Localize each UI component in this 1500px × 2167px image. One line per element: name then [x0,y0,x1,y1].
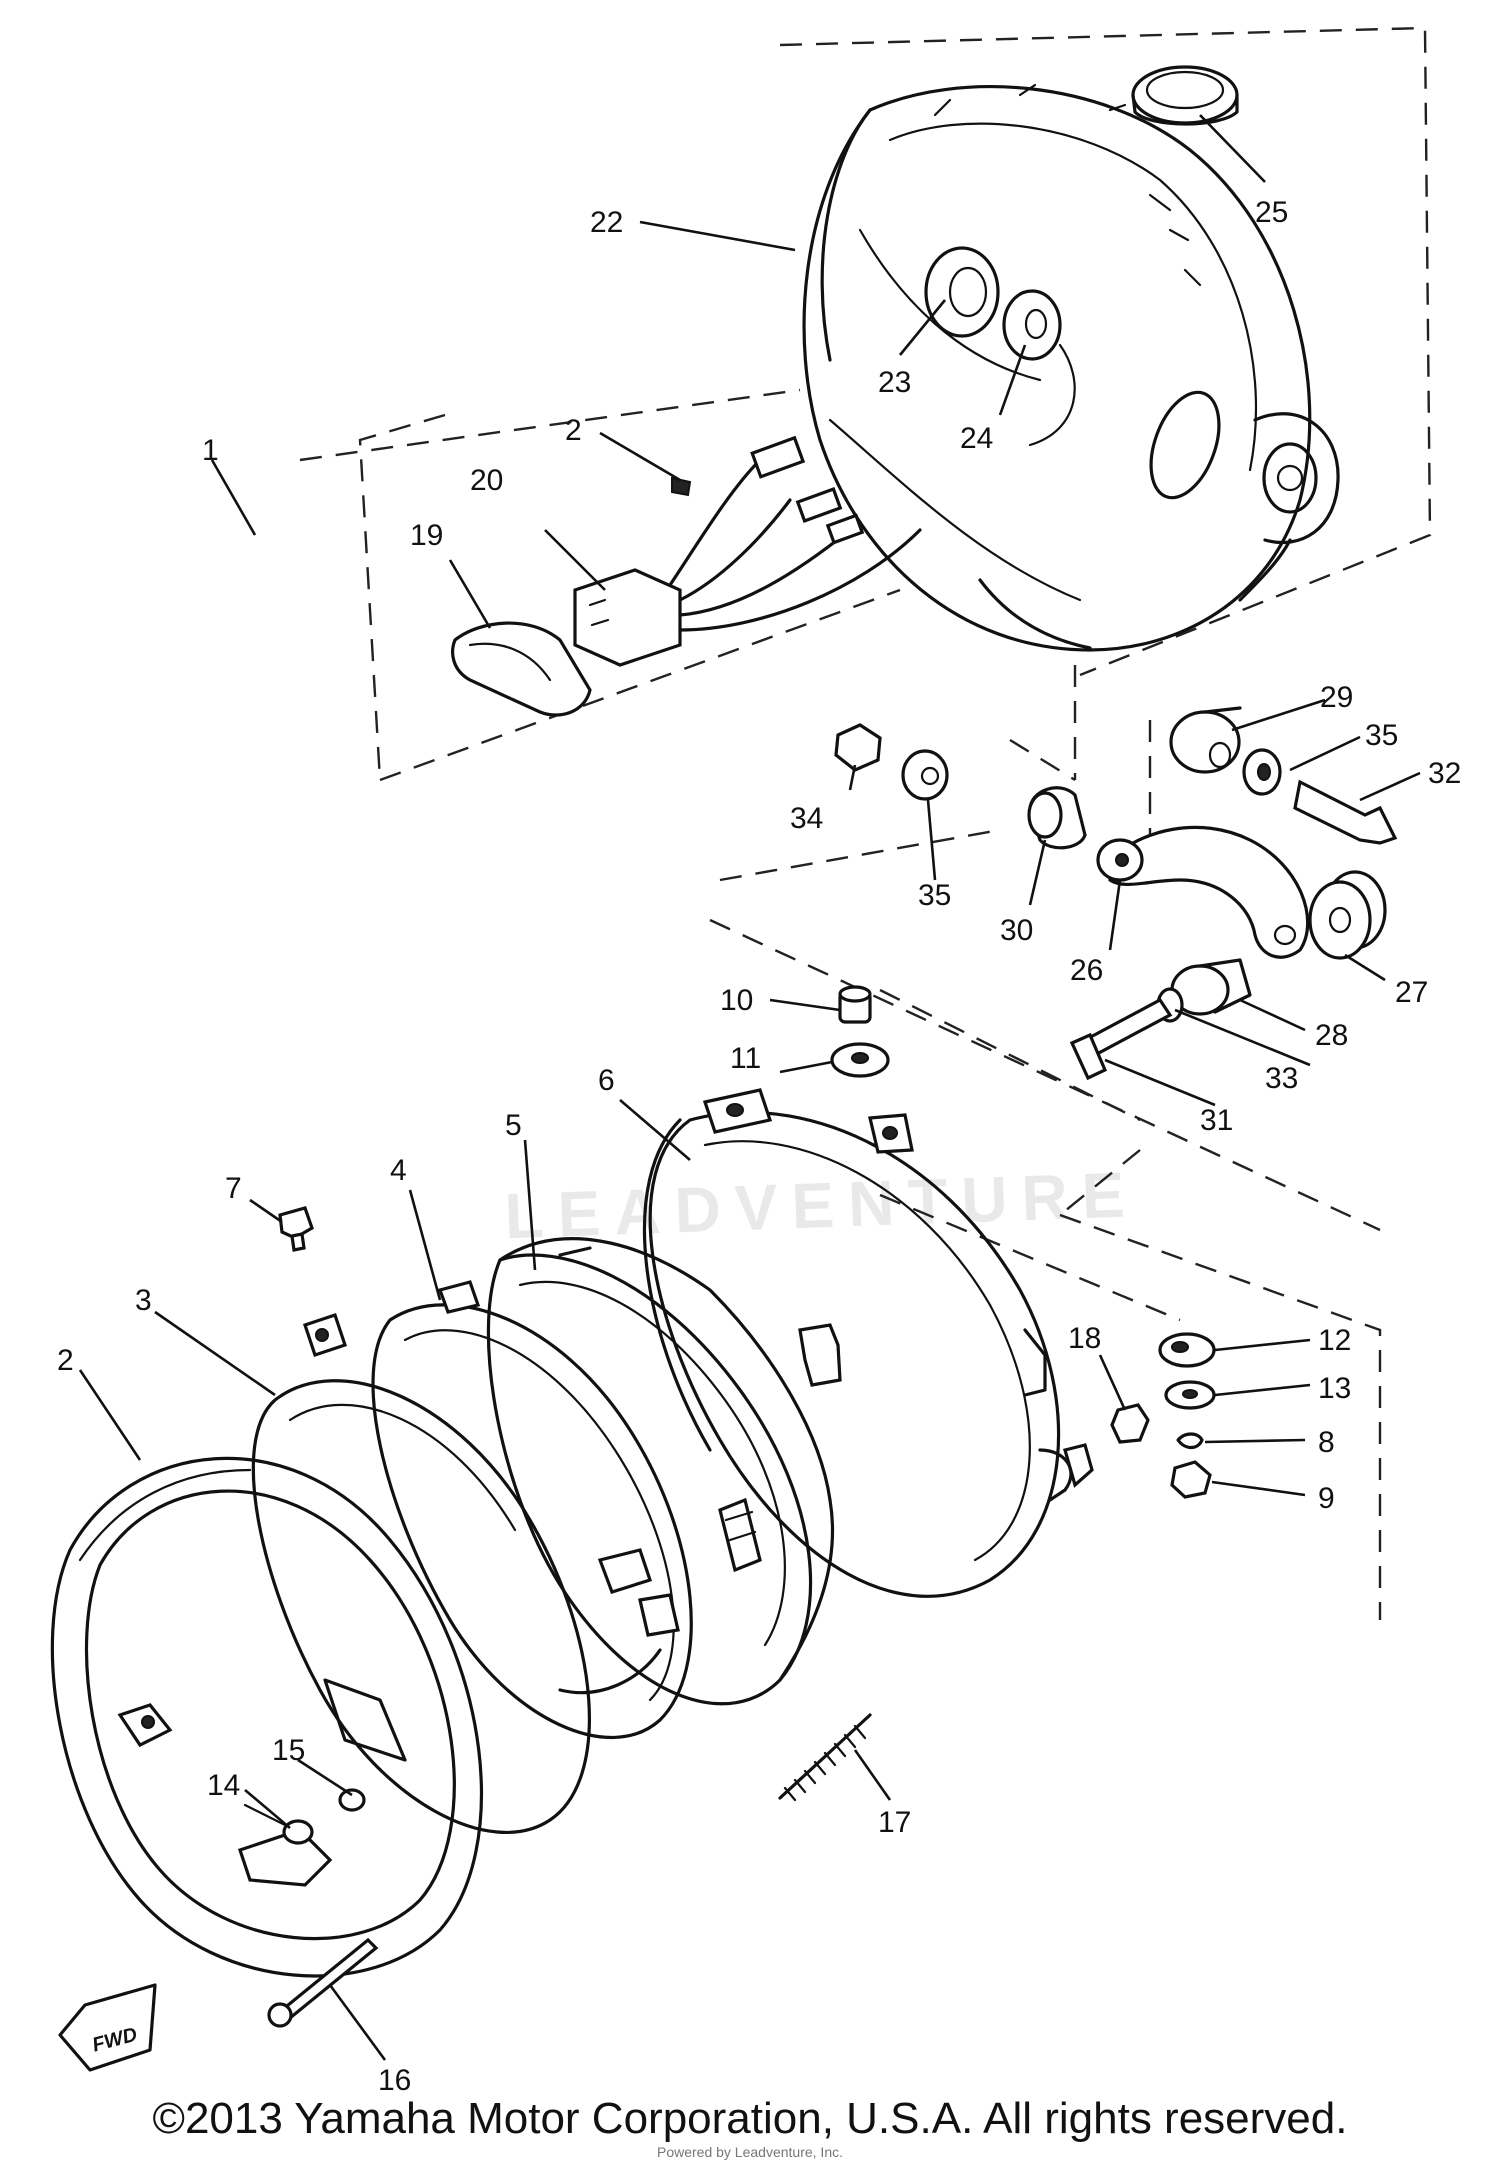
nut-9 [1170,1460,1212,1499]
callout-11: 11 [730,1042,761,1075]
callout-7: 7 [225,1172,242,1205]
callout-22: 22 [590,206,623,239]
callout-8: 8 [1318,1426,1335,1459]
headlight-exploded-diagram: LEADVENTURE [50,26,1461,2097]
assembly-dashed-lines [299,26,1432,1620]
grommet-25 [1131,65,1239,126]
callout-13: 13 [1318,1372,1351,1405]
screw-7 [278,1206,314,1252]
callout-35-left: 35 [918,879,951,912]
headlight-housing [802,83,1340,652]
callout-35-right: 35 [1365,719,1398,752]
callout-16: 16 [378,2064,411,2097]
headlight-body-6 [642,1088,1094,1598]
grommet-23 [924,246,1000,338]
callout-25: 25 [1255,196,1288,229]
watermark-text: LEADVENTURE [503,1158,1139,1252]
callout-28: 28 [1315,1019,1348,1052]
damper-27 [1308,870,1387,960]
collar-30 [1027,786,1087,850]
sealed-beam-5 [486,1237,835,1706]
spring-15 [338,1788,366,1812]
bolt-32 [1293,779,1398,845]
callout-1: 1 [202,434,219,467]
screw-16 [267,1937,379,2028]
callout-17: 17 [878,1806,911,1839]
callout-18: 18 [1068,1322,1101,1355]
stay-26 [1096,825,1310,959]
callout-3: 3 [135,1284,152,1317]
callout-9: 9 [1318,1482,1335,1515]
collar-11 [830,1042,890,1078]
grommet-24 [1002,289,1076,447]
washer-35-left [901,749,949,801]
callout-34: 34 [790,802,823,835]
callout-20: 20 [470,464,503,497]
rubber-cover-19 [451,621,592,717]
callout-10: 10 [720,984,753,1017]
fwd-label: FWD [90,2024,140,2057]
callout-26: 26 [1070,954,1103,987]
callout-4: 4 [390,1154,407,1187]
callout-33: 33 [1265,1062,1298,1095]
callout-14: 14 [207,1769,240,1802]
screw-2-top [671,476,692,497]
rim-4 [371,1280,693,1740]
callout-2: 2 [57,1344,74,1377]
callout-15: 15 [272,1734,305,1767]
callout-29: 29 [1320,681,1353,714]
nut-12 [1158,1332,1216,1368]
washer-35-right [1242,748,1282,796]
bolt-31 [1069,997,1173,1081]
spring-washer-8 [1176,1432,1204,1450]
screw-14 [243,1803,314,1845]
callout-27: 27 [1395,976,1428,1009]
nut-18 [1110,1403,1150,1444]
callout-6: 6 [598,1064,615,1097]
nut-34 [834,723,882,772]
spring-17 [778,1713,872,1802]
callout-23: 23 [878,366,911,399]
callout-5: 5 [505,1109,522,1142]
callout-24: 24 [960,422,993,455]
callout-30: 30 [1000,914,1033,947]
leader-lines [78,114,1421,2061]
callout-31: 31 [1200,1104,1233,1137]
bolt-10 [838,985,872,1024]
collar-28 [1170,958,1252,1016]
callout-32: 32 [1428,757,1461,790]
wire-socket-20 [573,435,922,667]
adjust-ring-3 [251,1312,653,1834]
powered-by-notice: Powered by Leadventure, Inc. [656,2144,843,2160]
callout-12: 12 [1318,1324,1351,1357]
callout-2-top: 2 [565,414,582,447]
fwd-arrow-icon: FWD [58,1983,157,2072]
headlight-rim-2 [50,1456,484,1978]
damper-29 [1169,706,1242,774]
washer-13 [1164,1380,1216,1410]
callout-numbers: 1 2 20 19 22 23 24 25 29 35 32 34 35 30 … [57,196,1461,2097]
copyright-notice: ©2013 Yamaha Motor Corporation, U.S.A. A… [152,2094,1348,2143]
callout-19: 19 [410,519,443,552]
